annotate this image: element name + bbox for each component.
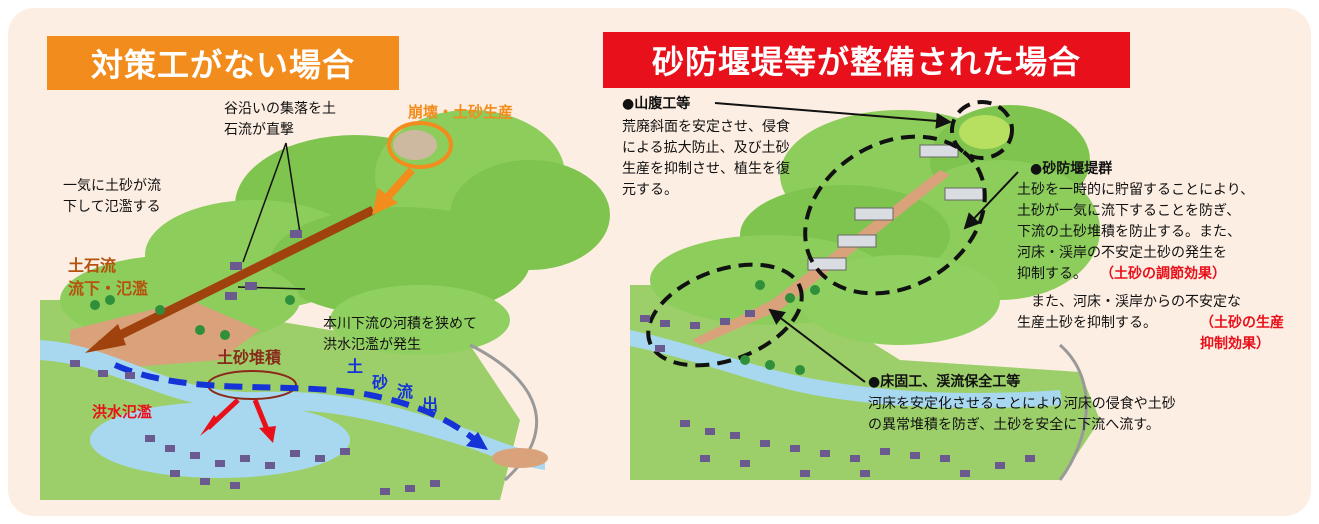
check-dams-body-1: 土砂を一時的に貯留することにより、 土砂が一気に流下することを防ぎ、 下流の土砂… xyxy=(1017,182,1255,282)
check-dams-body-2: また、河床・渓岸からの不安定な 生産土砂を抑制する。 xyxy=(1017,294,1241,331)
check-dams-heading: ●砂防堰堤群 xyxy=(1030,161,1113,177)
check-dams-effect-1: （土砂の調節効果） xyxy=(1100,266,1226,282)
left-title-banner: 対策工がない場合 xyxy=(47,36,399,90)
label-debris-flow: 土石流 流下・氾濫 xyxy=(68,256,149,298)
bed-works-heading: ●床固工、渓流保全工等 xyxy=(868,374,1021,390)
outflow-char-3: 流 xyxy=(397,382,414,401)
label-village-direct-hit: 谷沿いの集落を土 石流が直撃 xyxy=(224,101,336,138)
left-title: 対策工がない場合 xyxy=(90,46,355,84)
right-title-banner: 砂防堰堤等が整備された場合 xyxy=(603,32,1130,88)
outflow-char-1: 土 xyxy=(347,357,364,376)
right-title: 砂防堰堤等が整備された場合 xyxy=(651,43,1081,81)
label-river-narrowing: 本川下流の河積を狭めて 洪水氾濫が発生 xyxy=(323,316,477,353)
check-dams-effect-2: （土砂の生産 抑制効果） xyxy=(1200,315,1284,352)
outflow-char-4: 出 xyxy=(422,395,439,414)
label-collapse-sediment: 崩壊・土砂生産 xyxy=(408,103,514,121)
hillside-works-heading: ●山腹工等 xyxy=(622,96,691,112)
hillside-works-body: 荒廃斜面を安定させ、侵食 による拡大防止、及び土砂 生産を抑制させ、植生を復 元… xyxy=(622,119,790,198)
left-scene xyxy=(40,110,610,500)
label-sudden-overflow: 一気に土砂が流 下して氾濫する xyxy=(63,178,161,215)
label-sediment-deposit: 土砂堆積 xyxy=(217,348,282,367)
outflow-char-2: 砂 xyxy=(372,373,389,392)
right-scene xyxy=(630,100,1100,481)
bed-works-body: 河床を安定化させることにより河床の侵食や土砂 の異常堆積を防ぎ、土砂を安全に下流… xyxy=(868,396,1176,433)
label-flood-overflow: 洪水氾濫 xyxy=(92,403,153,421)
